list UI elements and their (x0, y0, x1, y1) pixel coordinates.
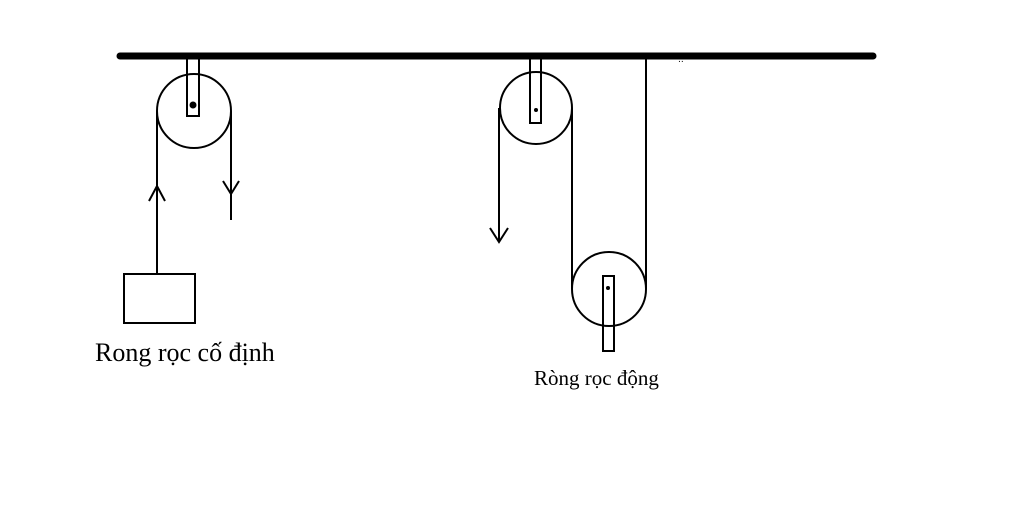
fixed-pulley-system (123, 57, 240, 324)
fixed-pulley-bracket (186, 57, 200, 117)
down-arrow-icon (489, 227, 509, 244)
movable-pulley-label: Ròng rọc động (534, 366, 659, 390)
top-pulley-axle (534, 108, 538, 112)
movable-pulley-bracket (602, 275, 615, 352)
movable-pulley-wheel (571, 251, 647, 327)
ceiling-mark: .. (678, 55, 684, 65)
fixed-pulley-label: Rong rọc cố định (95, 338, 275, 367)
fixed-pulley-axle (189, 101, 197, 109)
load-block (123, 273, 196, 324)
fixed-pulley-wheel (156, 73, 232, 149)
movable-pulley-system (489, 57, 647, 352)
up-arrow-icon (148, 183, 166, 202)
down-arrow-icon (222, 180, 240, 196)
movable-pulley-axle (606, 286, 610, 290)
top-pulley-bracket (529, 57, 542, 124)
